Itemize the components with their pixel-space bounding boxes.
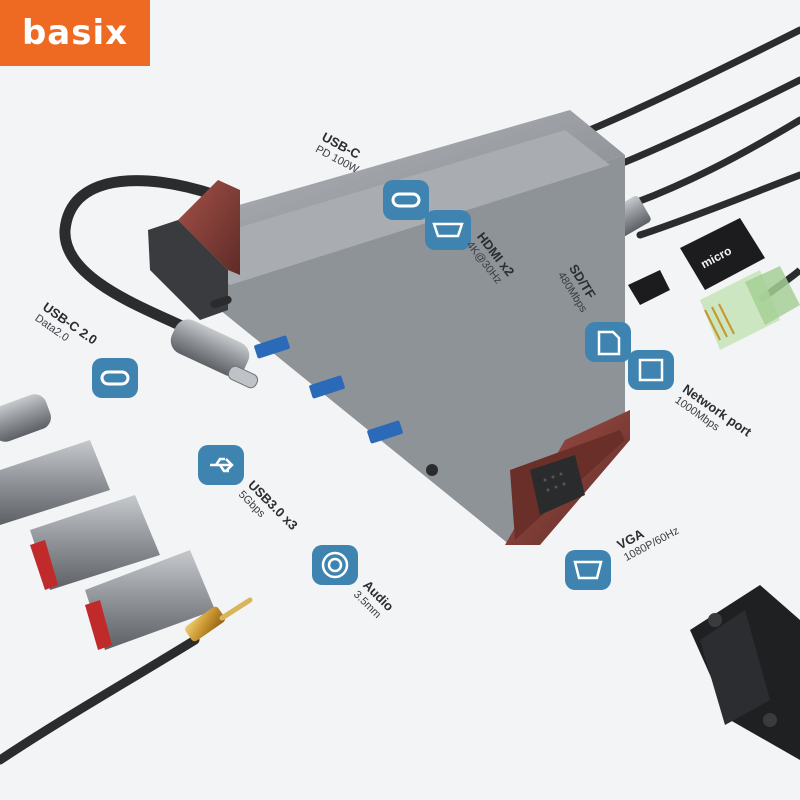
vga-icon bbox=[573, 560, 603, 580]
usb-hub-body bbox=[59, 110, 630, 545]
usb-c-data-badge bbox=[92, 358, 138, 398]
usb-icon bbox=[210, 457, 234, 473]
hub-usb-port-3 bbox=[367, 420, 403, 444]
hdmi-icon bbox=[432, 222, 464, 238]
usb-c-icon bbox=[391, 192, 421, 208]
usb-c-icon bbox=[100, 370, 130, 386]
left-usb-c-plug bbox=[0, 394, 51, 442]
audio-cable bbox=[0, 597, 253, 765]
ethernet-plug bbox=[700, 266, 800, 350]
network-badge bbox=[628, 350, 674, 390]
hub-usbc-port bbox=[210, 295, 232, 309]
hub-usb-port-1 bbox=[254, 335, 290, 359]
hub-usb-port-2 bbox=[309, 375, 345, 399]
sd-adapter-card: micro bbox=[680, 218, 765, 290]
hdmi-badge bbox=[425, 210, 471, 250]
hub-vga-port bbox=[530, 455, 585, 515]
audio-icon bbox=[327, 557, 343, 573]
vga-badge bbox=[565, 550, 611, 590]
usb-flash-drive-1 bbox=[0, 440, 110, 525]
vga-connector bbox=[690, 585, 800, 760]
ethernet-icon bbox=[638, 358, 664, 382]
micro-sd-card bbox=[628, 270, 670, 305]
usb3-badge bbox=[198, 445, 244, 485]
sd-tf-badge bbox=[585, 322, 631, 362]
brand-logo: basix bbox=[0, 0, 150, 66]
usb-flash-drive-3 bbox=[85, 550, 215, 650]
usb-flash-drive-2 bbox=[30, 495, 160, 590]
usb-c-pd-badge bbox=[383, 180, 429, 220]
audio-badge bbox=[312, 545, 358, 585]
hub-audio-jack bbox=[426, 464, 438, 476]
sd-card-icon bbox=[597, 330, 621, 356]
hub-usb-c-plug bbox=[170, 319, 259, 389]
